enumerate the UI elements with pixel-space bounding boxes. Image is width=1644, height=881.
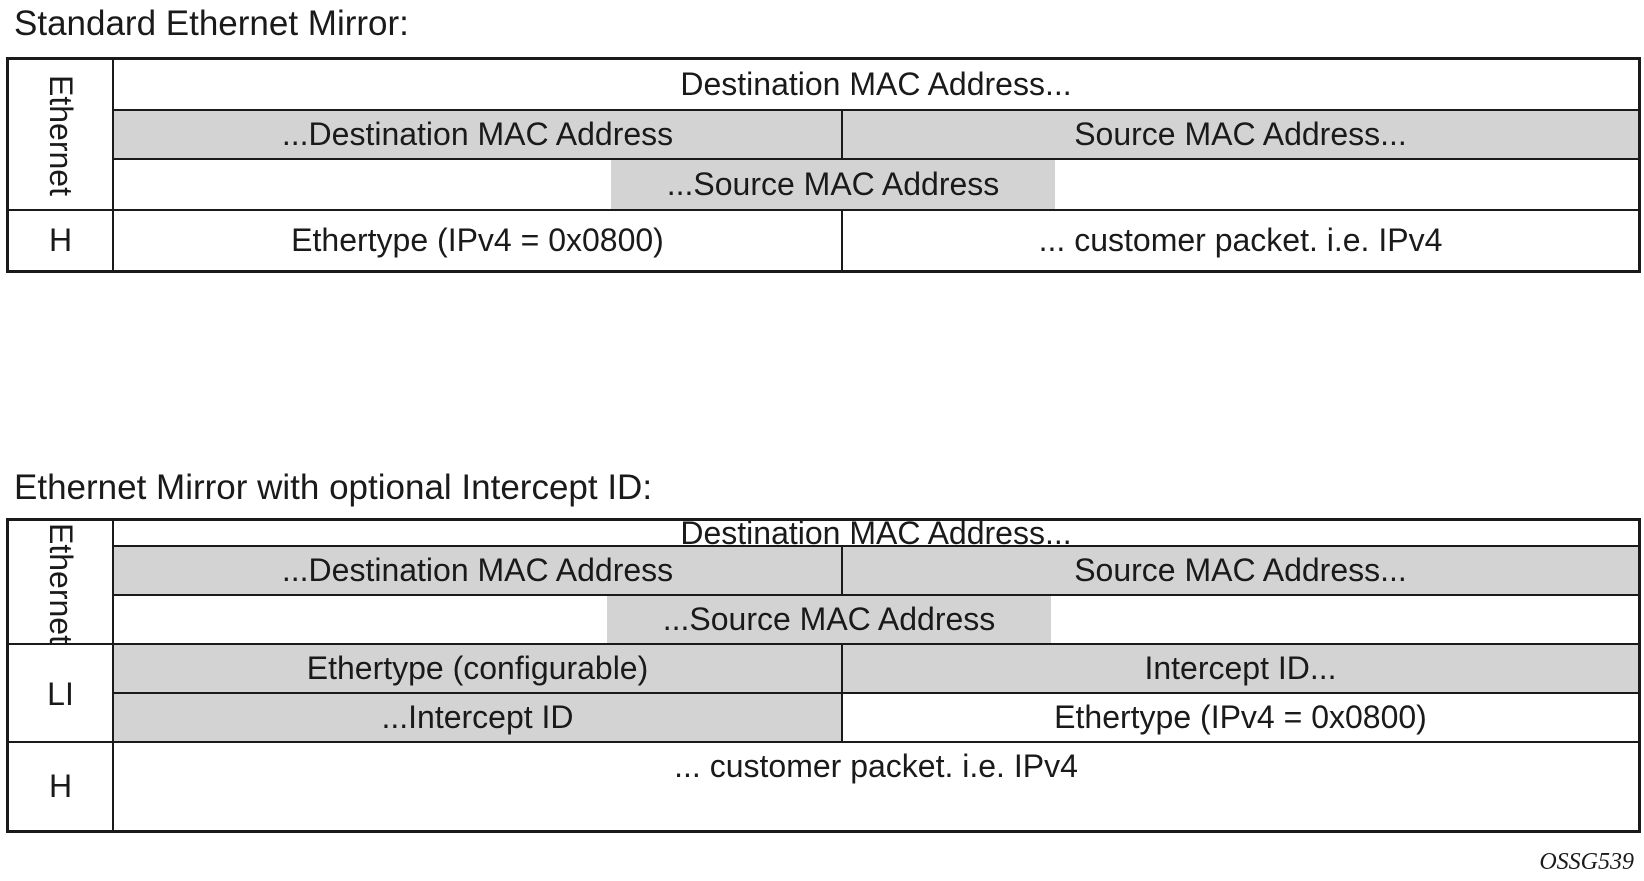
- li-label: LI: [9, 645, 114, 743]
- standard-ethernet-mirror-table: Ethernet H Destination MAC Address... ..…: [6, 57, 1641, 273]
- section-divider: [9, 741, 1638, 743]
- ethernet-header-label: Ethernet: [9, 521, 114, 645]
- ethernet-header-label: Ethernet: [9, 60, 114, 211]
- figure-code: OSSG539: [1539, 849, 1634, 875]
- column-divider: [841, 547, 843, 594]
- column-divider: [841, 111, 843, 158]
- h-label-text: H: [48, 768, 73, 804]
- customer-packet-field: ... customer packet. i.e. IPv4: [1038, 222, 1443, 258]
- section-divider: [9, 643, 1638, 645]
- destination-mac-field-end: ...Destination MAC Address: [114, 547, 841, 594]
- column-divider: [841, 211, 843, 270]
- row-divider: [114, 109, 1638, 111]
- h-label-text: H: [48, 222, 73, 258]
- ethernet-label-text: Ethernet: [43, 75, 79, 196]
- source-mac-field-start: Source MAC Address...: [843, 547, 1638, 594]
- source-mac-field-end: ...Source MAC Address: [611, 160, 1055, 209]
- customer-packet-field: ... customer packet. i.e. IPv4: [674, 748, 1078, 784]
- ethertype-ipv4-field: Ethertype (IPv4 = 0x0800): [1054, 699, 1427, 735]
- ethertype-configurable-field: Ethertype (configurable): [114, 645, 841, 692]
- row-divider: [114, 545, 1638, 547]
- destination-mac-field-start: Destination MAC Address...: [680, 66, 1072, 102]
- ethernet-mirror-intercept-table: Ethernet LI H Destination MAC Address...…: [6, 514, 1641, 833]
- row-divider: [114, 158, 1638, 160]
- intercept-id-field-end: ...Intercept ID: [114, 694, 841, 741]
- li-label-text: LI: [47, 675, 74, 712]
- h-label: H: [9, 743, 114, 830]
- intercept-id-field-start: Intercept ID...: [843, 645, 1638, 692]
- ethernet-label-text: Ethernet: [43, 522, 79, 644]
- section-divider: [9, 209, 1638, 211]
- source-mac-field-start: Source MAC Address...: [843, 111, 1638, 158]
- diagram1-title: Standard Ethernet Mirror:: [14, 4, 409, 43]
- row-divider: [114, 692, 1638, 694]
- row-divider: [114, 594, 1638, 596]
- ethertype-ipv4-field: Ethertype (IPv4 = 0x0800): [291, 222, 664, 258]
- destination-mac-field-end: ...Destination MAC Address: [114, 111, 841, 158]
- h-label: H: [9, 211, 114, 270]
- source-mac-field-end: ...Source MAC Address: [607, 596, 1051, 643]
- diagram2-title: Ethernet Mirror with optional Intercept …: [14, 468, 653, 507]
- destination-mac-field-start: Destination MAC Address...: [680, 514, 1072, 551]
